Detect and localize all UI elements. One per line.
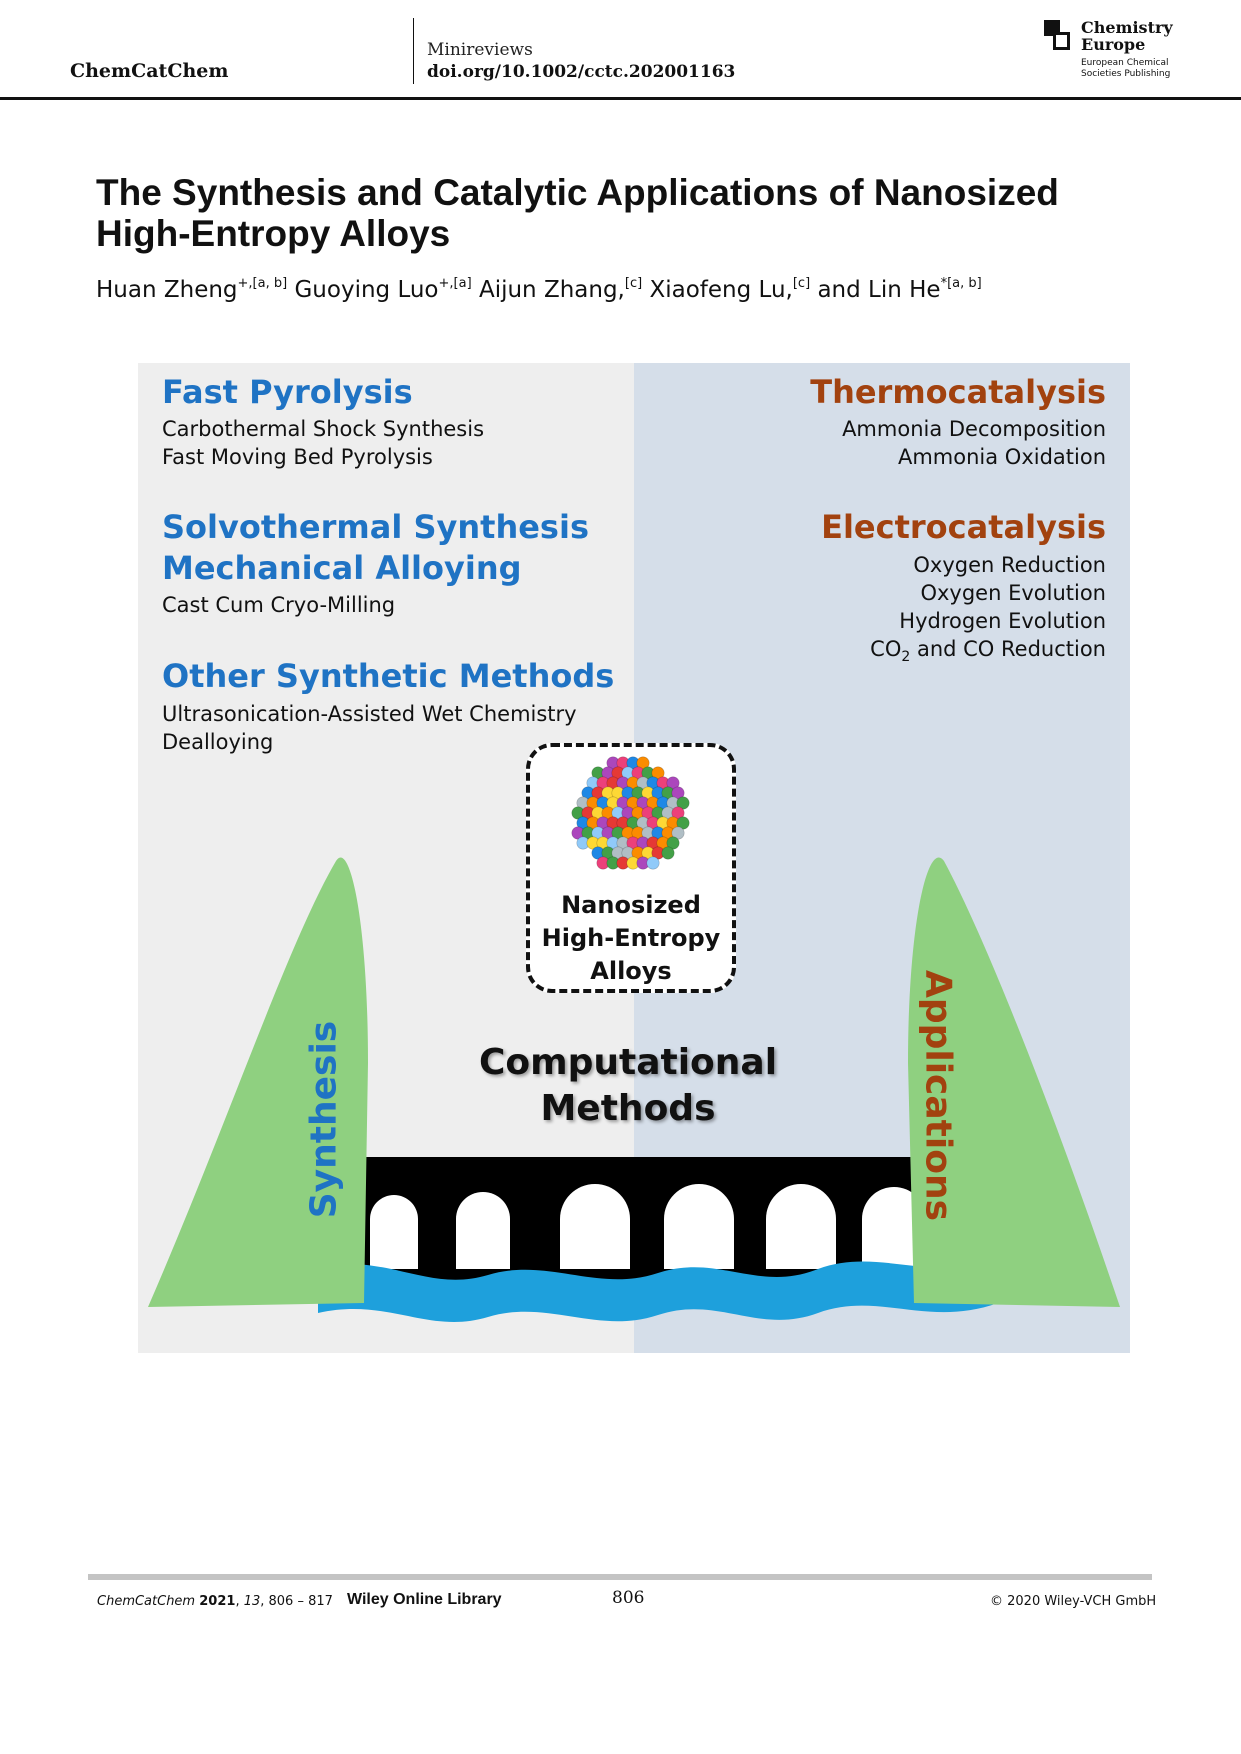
item-ammonia-decomposition: Ammonia Decomposition	[842, 417, 1106, 441]
heading-mechanical-alloying: Mechanical Alloying	[162, 549, 522, 587]
footer-journal: ChemCatChem	[97, 1594, 196, 1609]
hea-label: Nanosized High-Entropy Alloys	[530, 889, 732, 988]
logo-subtitle-line2: Societies Publishing	[1081, 69, 1171, 79]
footer-citation: ChemCatChem 2021, 13, 806 – 817	[97, 1594, 333, 1609]
header-rule	[0, 97, 1241, 100]
hea-line1: Nanosized	[561, 891, 701, 919]
atom	[676, 816, 690, 830]
atom	[666, 836, 680, 850]
co2-subscript: 2	[901, 649, 911, 666]
atom	[671, 806, 685, 820]
atom	[676, 796, 690, 810]
item-hydrogen-evolution: Hydrogen Evolution	[899, 609, 1106, 633]
bridge-arch	[862, 1187, 926, 1269]
item-dealloying: Dealloying	[162, 730, 274, 754]
bridge-illustration	[148, 857, 1120, 1322]
atom	[636, 756, 650, 770]
synthesis-pillar	[148, 857, 368, 1307]
item-cryo-milling: Cast Cum Cryo-Milling	[162, 593, 396, 617]
atom	[666, 776, 680, 790]
author-name: Aijun Zhang,	[478, 277, 625, 303]
page-number: 806	[612, 1588, 645, 1608]
hea-callout-box: Nanosized High-Entropy Alloys	[526, 743, 736, 993]
heading-solvothermal: Solvothermal Synthesis	[162, 508, 589, 546]
author-name: Huan Zheng	[96, 277, 238, 303]
logo-subtitle-line1: European Chemical	[1081, 58, 1169, 68]
author-name: Lin He	[868, 277, 941, 303]
atom	[646, 856, 660, 870]
item-fast-moving-bed: Fast Moving Bed Pyrolysis	[162, 445, 433, 469]
publisher-logo[interactable]: Chemistry Europe European Chemical Socie…	[1044, 18, 1194, 84]
comp-line1: Computational	[478, 1042, 778, 1083]
bridge-arch	[560, 1184, 630, 1269]
item-oxygen-evolution: Oxygen Evolution	[920, 581, 1106, 605]
hea-line2: High-Entropy	[541, 924, 721, 952]
hea-line3: Alloys	[590, 957, 672, 985]
item-co2-reduction: CO2 and CO Reduction	[870, 635, 1106, 671]
heading-other-methods: Other Synthetic Methods	[162, 657, 615, 695]
atom	[671, 786, 685, 800]
author-affiliation: [c]	[792, 276, 811, 291]
header-divider	[413, 18, 414, 84]
author-affiliation: *[a, b]	[940, 276, 982, 291]
footer-year: 2021	[199, 1594, 236, 1609]
bridge-arch	[664, 1184, 734, 1269]
logo-mark-icon	[1044, 20, 1070, 50]
atom	[651, 766, 665, 780]
atom	[661, 846, 675, 860]
item-carbothermal-shock: Carbothermal Shock Synthesis	[162, 417, 485, 441]
item-oxygen-reduction: Oxygen Reduction	[913, 553, 1106, 577]
footer-pages: 806 – 817	[268, 1594, 333, 1609]
copyright: © 2020 Wiley-VCH GmbH	[990, 1594, 1157, 1609]
applications-pillar	[908, 857, 1120, 1307]
journal-name: ChemCatChem	[70, 60, 229, 82]
article-type: Minireviews	[427, 40, 533, 60]
author-affiliation: +,[a]	[438, 276, 472, 291]
atom	[671, 826, 685, 840]
item-ultrasonication: Ultrasonication-Assisted Wet Chemistry	[162, 702, 577, 726]
heading-fast-pyrolysis: Fast Pyrolysis	[162, 373, 413, 411]
footer-rule	[88, 1574, 1152, 1580]
author-name: Guoying Luo	[294, 277, 439, 303]
author-list: Huan Zheng+,[a, b] Guoying Luo+,[a] Aiju…	[96, 276, 982, 303]
comp-line2: Methods	[540, 1088, 716, 1129]
footer-volume: 13	[243, 1594, 261, 1609]
bridge-arch	[766, 1184, 836, 1269]
author-name: Xiaofeng Lu,	[649, 277, 793, 303]
author-affiliation: +,[a, b]	[237, 276, 288, 291]
logo-title-line1: Chemistry	[1081, 18, 1173, 37]
bridge-arch	[456, 1192, 510, 1269]
co2-suffix: and CO Reduction	[910, 637, 1106, 661]
heading-electrocatalysis: Electrocatalysis	[821, 508, 1106, 546]
article-title: The Synthesis and Catalytic Applications…	[96, 172, 1059, 254]
nanoparticle-icon	[571, 756, 690, 870]
heading-thermocatalysis: Thermocatalysis	[810, 373, 1106, 411]
toc-graphic: Fast Pyrolysis Carbothermal Shock Synthe…	[138, 363, 1130, 1353]
item-ammonia-oxidation: Ammonia Oxidation	[897, 445, 1106, 469]
bridge-arch	[370, 1195, 418, 1269]
co2-prefix: CO	[870, 637, 902, 661]
logo-title-line2: Europe	[1081, 35, 1146, 54]
computational-methods-label: Computational Methods	[418, 1040, 838, 1132]
author-affiliation: [c]	[624, 276, 643, 291]
doi-link[interactable]: doi.org/10.1002/cctc.202001163	[427, 62, 736, 82]
wiley-online-library-link[interactable]: Wiley Online Library	[347, 1591, 502, 1608]
river-water	[318, 1259, 998, 1322]
